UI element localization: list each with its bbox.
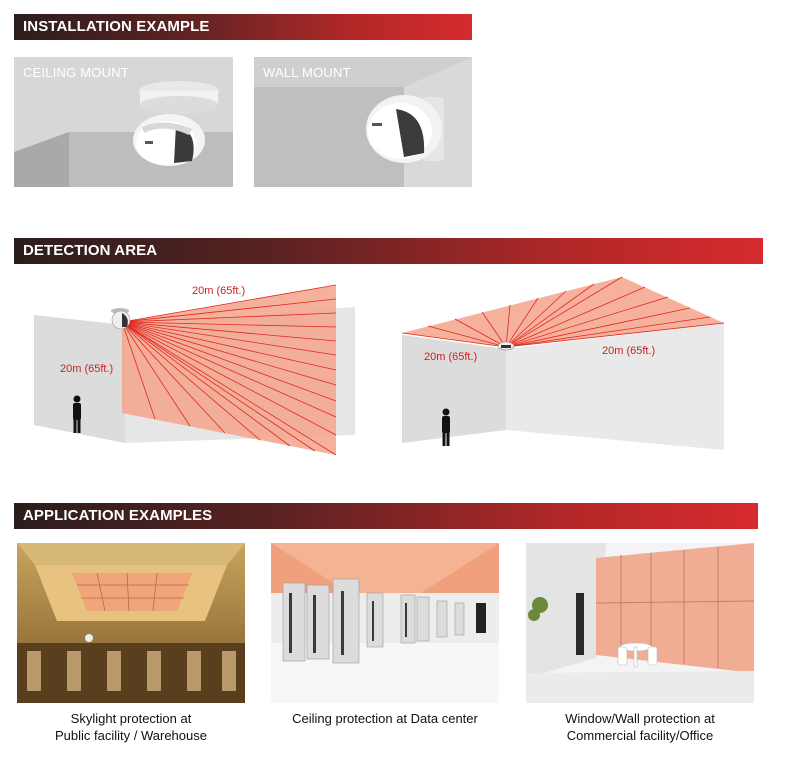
wall-mount-label: WALL MOUNT	[263, 65, 351, 80]
skylight-caption-line1: Skylight protection at	[70, 711, 192, 726]
skylight-caption: Skylight protection at Public facility /…	[17, 710, 245, 744]
skylight-caption-line2: Public facility / Warehouse	[55, 728, 207, 743]
window-wall-caption-line1: Window/Wall protection at	[565, 711, 715, 726]
datacenter-caption: Ceiling protection at Data center	[271, 710, 499, 727]
datacenter-application-photo	[271, 543, 499, 703]
window-wall-caption: Window/Wall protection at Commercial fac…	[526, 710, 754, 744]
ceiling-range-side-label: 20m (65ft.)	[60, 363, 114, 375]
skylight-application-photo	[17, 543, 245, 703]
ceiling-mount-label: CEILING MOUNT	[23, 65, 129, 80]
ceiling-detection-diagram: 20m (65ft.) 20m (65ft.)	[30, 275, 360, 460]
ceiling-range-top-label: 20m (65ft.)	[192, 285, 246, 297]
detection-area-header: DETECTION AREA	[14, 238, 763, 264]
datacenter-caption-line1: Ceiling protection at Data center	[292, 711, 478, 726]
window-wall-caption-line2: Commercial facility/Office	[566, 728, 714, 743]
wall-detection-diagram: 20m (65ft.) 20m (65ft.)	[400, 275, 730, 460]
window-wall-application-photo	[526, 543, 754, 703]
wall-mount-photo: WALL MOUNT	[254, 57, 472, 187]
application-examples-header: APPLICATION EXAMPLES	[14, 503, 758, 529]
wall-range-left-label: 20m (65ft.)	[424, 351, 478, 363]
wall-range-right-label: 20m (65ft.)	[602, 345, 656, 357]
installation-example-header: INSTALLATION EXAMPLE	[14, 14, 472, 40]
ceiling-mount-photo: CEILING MOUNT	[14, 57, 233, 187]
